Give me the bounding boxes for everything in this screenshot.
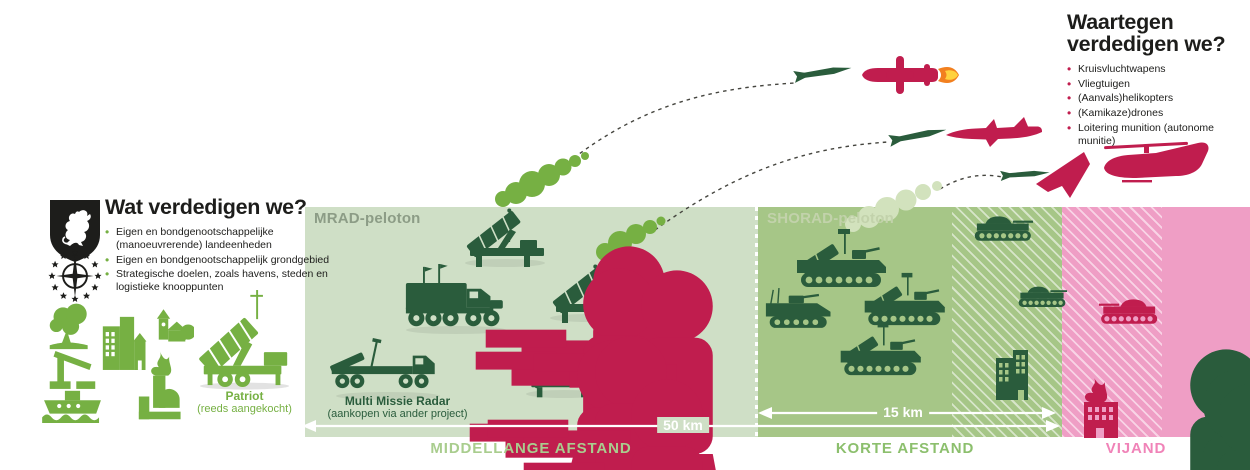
intercept-trajectories: [544, 82, 1004, 231]
radar-name: Multi Missie Radar: [344, 394, 451, 408]
city-buildings-icon: [102, 316, 147, 370]
defended-objects-icons: [42, 303, 194, 424]
mrad-launcher-firing-icon: [464, 207, 545, 268]
list-item: Strategische doelen, zoals havens, stede…: [105, 267, 331, 294]
defend-panel: Wat verdedigen we? Eigen en bondgenootsc…: [105, 195, 331, 296]
friendly-tank-icon: [974, 216, 1034, 241]
nato-compass-rose-icon: [48, 249, 102, 303]
enemy-tank-icon: [1098, 299, 1158, 324]
shorad-units: [765, 216, 1250, 470]
tree-icon: [49, 303, 88, 350]
shorad-vehicle-firing-icon: [796, 228, 887, 288]
list-item: Kruisvluchtwapens: [1067, 62, 1227, 76]
enemy-soldiers-icons: [470, 246, 740, 470]
shorad-vehicle-icon: [840, 322, 922, 376]
burning-building-icon: [1084, 378, 1118, 438]
threats-list: Kruisvluchtwapens Vliegtuigen (Aanvals)h…: [1067, 62, 1227, 148]
army-shield-lion-icon: [50, 200, 100, 262]
church-village-icon: [156, 309, 194, 342]
list-item: (Kamikaze)drones: [1067, 106, 1227, 120]
patriot-caption: Patriot (reeds aangekocht): [197, 389, 292, 416]
refinery-flame-icon: [138, 350, 181, 420]
kamikaze-drone-icon: [1036, 152, 1090, 198]
friendly-tank-icon: [1018, 286, 1068, 307]
fighter-jet-icon: [946, 117, 1042, 147]
friendly-buildings-icon: [996, 350, 1028, 400]
footer-korte-afstand: KORTE AFSTAND: [835, 440, 975, 457]
list-item: Eigen en bondgenootschappelijk grondgebi…: [105, 253, 331, 267]
friendly-soldiers-icons: [1163, 263, 1250, 470]
launch-smoke: [495, 152, 666, 261]
apc-icon: [765, 288, 831, 328]
list-item: (Aanvals)helikopters: [1067, 91, 1227, 105]
shorad-zone-label: SHORAD-peloton: [767, 210, 894, 227]
radar-truck-icon: [330, 338, 435, 389]
cruise-missile-icon: [862, 56, 959, 94]
list-item: Vliegtuigen: [1067, 77, 1227, 91]
defend-title: Wat verdedigen we?: [105, 195, 307, 219]
list-item: Eigen en bondgenootschappelijke (manoeuv…: [105, 225, 331, 252]
harbor-crane-ship-icon: [42, 350, 101, 424]
zone-divider-dashed-line: [755, 207, 758, 437]
aerial-threats: [862, 56, 1209, 198]
patriot-note: (reeds aangekocht): [197, 403, 292, 416]
footer-vijand: VIJAND: [1105, 440, 1167, 457]
radar-caption: Multi Missie Radar (aankopen via ander p…: [300, 394, 495, 421]
command-truck-icon: [405, 264, 503, 327]
list-item: Loitering munition (autonome munitie): [1067, 121, 1227, 148]
defend-list: Eigen en bondgenootschappelijke (manoeuv…: [105, 225, 331, 294]
footer-middellange-afstand: MIDDELLANGE AFSTAND: [430, 440, 632, 457]
patriot-name: Patriot: [225, 389, 264, 403]
distance-50km-label: 50 km: [657, 417, 709, 433]
shorad-launch-smoke: [845, 181, 942, 232]
threats-title: Waartegen verdedigen we?: [1067, 10, 1226, 56]
radar-note: (aankopen via ander project): [327, 408, 468, 421]
threats-panel: Waartegen verdedigen we? Kruisvluchtwape…: [1067, 10, 1227, 150]
patriot-launcher-icon: [199, 290, 290, 390]
mrad-zone-label: MRAD-peloton: [314, 210, 421, 227]
distance-15km-label: 15 km: [877, 404, 929, 420]
